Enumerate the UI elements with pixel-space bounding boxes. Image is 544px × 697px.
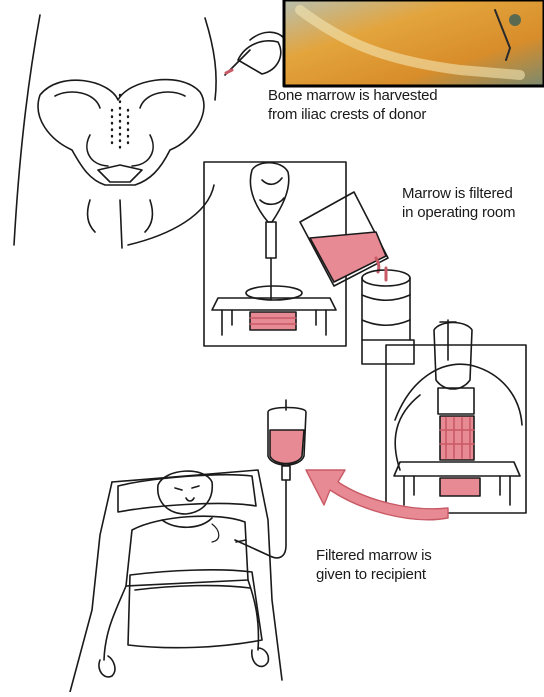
curved-arrow-icon bbox=[306, 470, 448, 520]
caption-harvest: Bone marrow is harvested from iliac cres… bbox=[268, 86, 437, 124]
caption-harvest-line1: Bone marrow is harvested bbox=[268, 86, 437, 105]
caption-harvest-line2: from iliac crests of donor bbox=[268, 105, 437, 124]
pouring-beaker bbox=[300, 192, 388, 286]
surgery-photo bbox=[284, 0, 544, 86]
recipient-in-bed bbox=[70, 470, 282, 692]
donor-pelvis-illustration bbox=[14, 15, 216, 248]
filter-detail-panel bbox=[386, 320, 526, 513]
filter-cylinder bbox=[362, 268, 414, 364]
caption-recipient: Filtered marrow is given to recipient bbox=[316, 546, 432, 584]
caption-filter: Marrow is filtered in operating room bbox=[402, 184, 515, 222]
caption-recipient-line1: Filtered marrow is bbox=[316, 546, 432, 565]
caption-filter-line1: Marrow is filtered bbox=[402, 184, 515, 203]
caption-filter-line2: in operating room bbox=[402, 203, 515, 222]
syringe-icon bbox=[225, 32, 284, 75]
caption-recipient-line2: given to recipient bbox=[316, 565, 432, 584]
